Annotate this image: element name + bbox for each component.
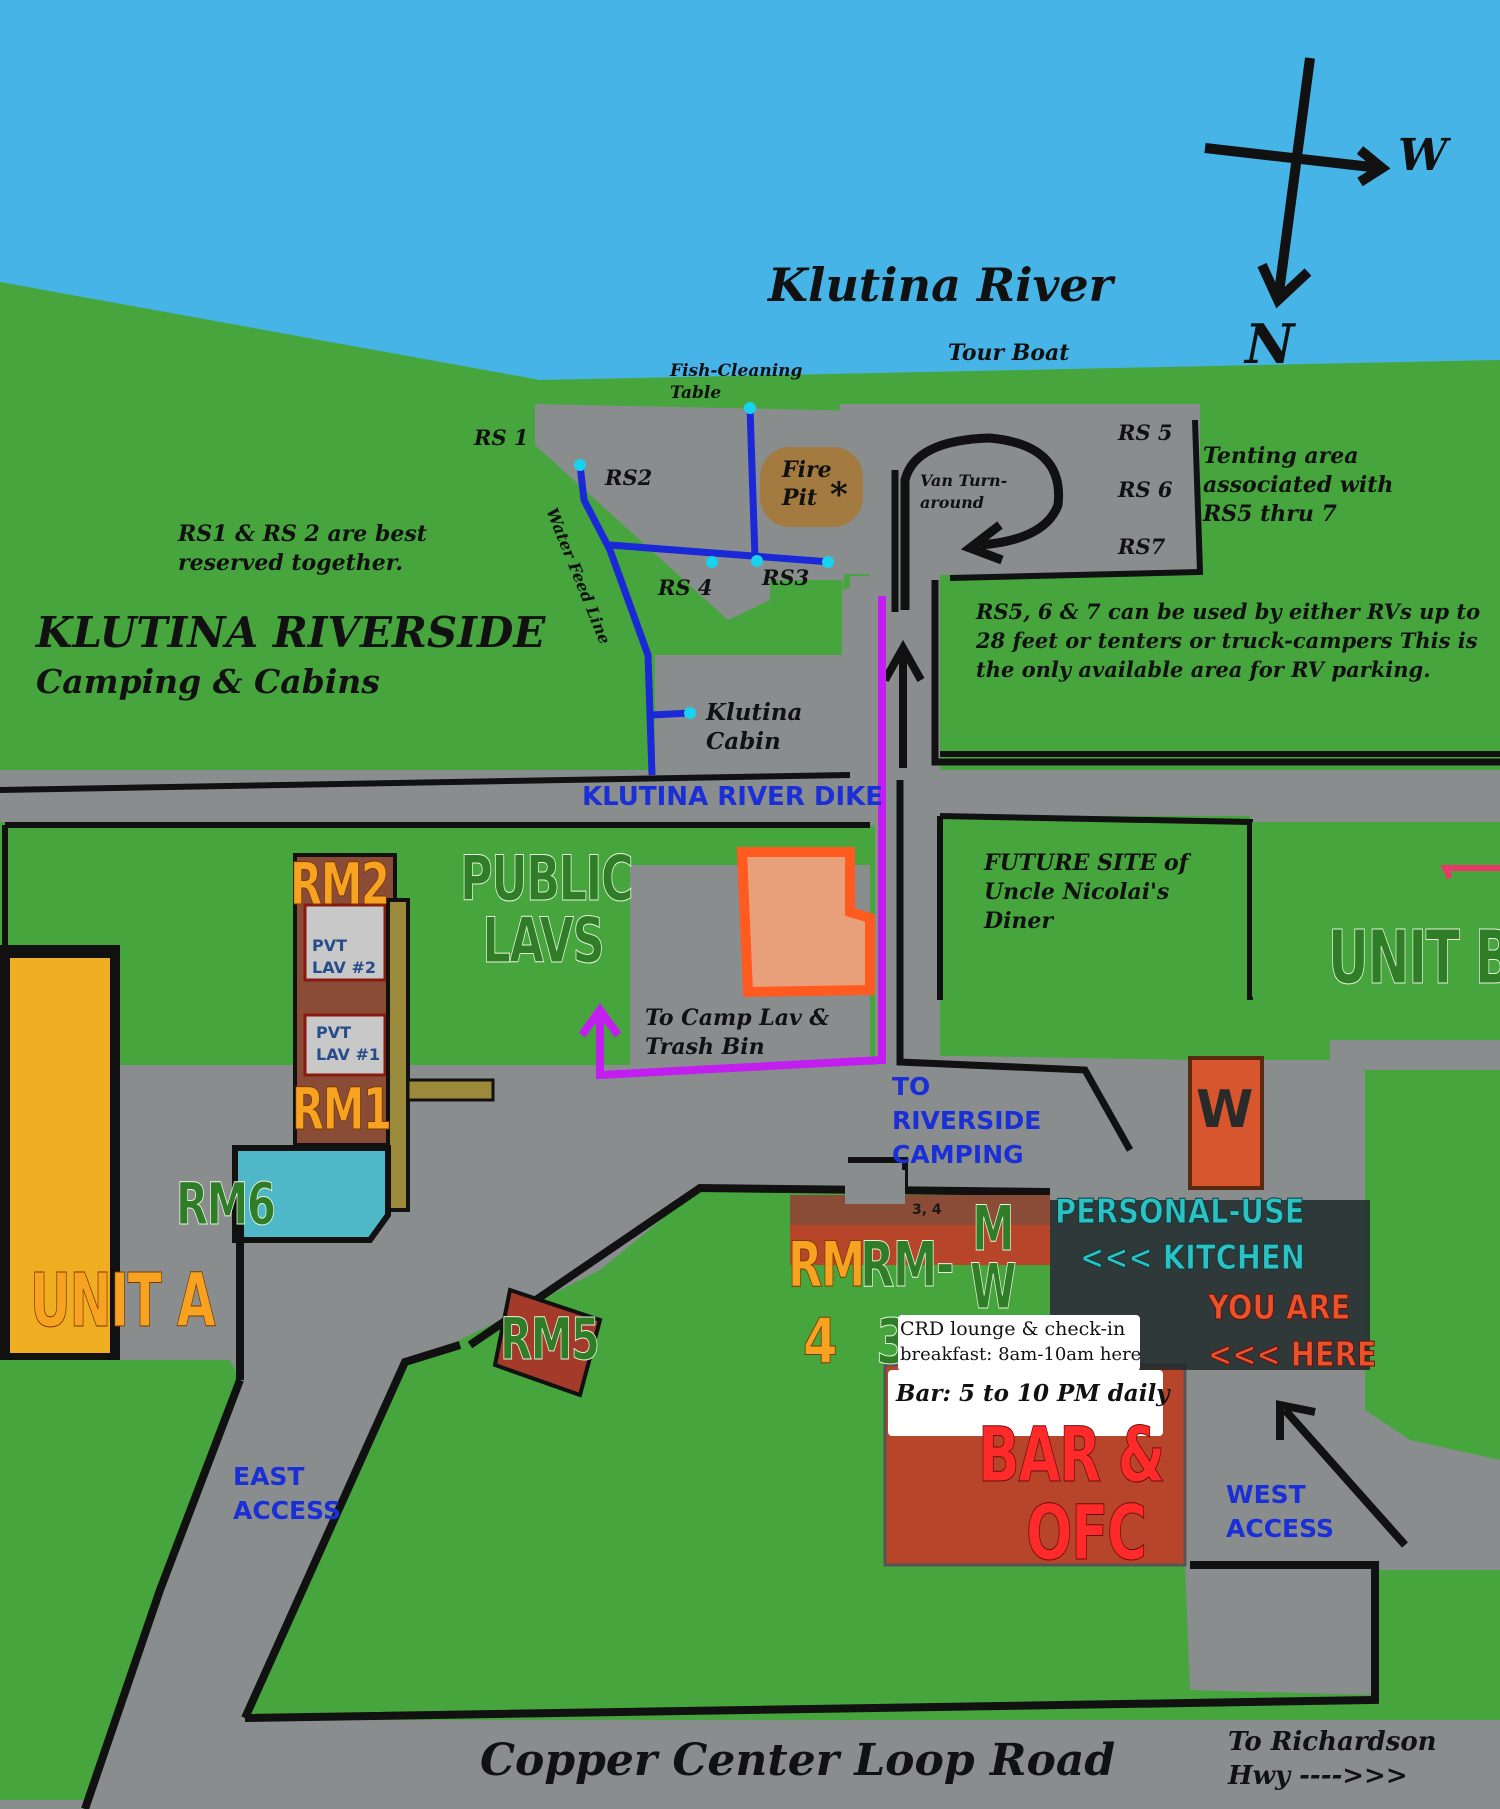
here-label: <<< HERE	[1208, 1335, 1377, 1376]
pvt-lav1-label: PVT LAV #1	[316, 1023, 380, 1064]
you-are-label: YOU ARE	[1208, 1288, 1351, 1329]
note-rs1-rs2: RS1 & RS 2 are best reserved together.	[178, 521, 427, 576]
fire-pit-mark: *	[830, 475, 848, 515]
lounge-line2: breakfast: 8am-10am here	[900, 1344, 1142, 1365]
compass-icon	[1204, 57, 1391, 309]
compass-north: N	[1245, 312, 1295, 376]
rs7-label: RS7	[1118, 534, 1166, 559]
tour-boat-label: Tour Boat	[948, 340, 1070, 366]
rs3-label: RS3	[762, 565, 810, 590]
rs6-label: RS 6	[1118, 477, 1173, 502]
unit-b-label: UNIT B	[1328, 915, 1500, 1002]
dike-label: KLUTINA RIVER DIKE	[582, 782, 884, 812]
note-camp-lav: To Camp Lav & Trash Bin	[645, 1005, 830, 1060]
rm2-label: RM2	[290, 850, 391, 919]
note-tenting: Tenting area associated with RS5 thru 7	[1203, 443, 1394, 527]
compass-west: W	[1398, 130, 1448, 181]
fire-pit-label: Fire Pit	[782, 457, 832, 511]
to-richardson-label: To Richardson Hwy ---->>>	[1228, 1727, 1437, 1791]
orange-lot	[736, 847, 875, 998]
rs1-label: RS 1	[474, 425, 529, 450]
rs2-label: RS2	[605, 465, 653, 490]
rm6-label: RM6	[176, 1170, 277, 1239]
west-access-label: WEST ACCESS	[1226, 1480, 1335, 1543]
unit-a-label: UNIT A	[30, 1258, 216, 1345]
bar-hours-sign	[888, 1370, 1163, 1436]
pvt-lav2-label: PVT LAV #2	[312, 936, 376, 977]
van-turnaround-label: Van Turn-around	[920, 471, 1008, 512]
kitchen-top-label: PERSONAL-USE	[1055, 1192, 1305, 1233]
bar-ofc-line1: BAR &	[978, 1410, 1166, 1500]
map-subtitle: Camping & Cabins	[36, 662, 380, 701]
lounge-sign	[898, 1315, 1140, 1371]
rs4-label: RS 4	[658, 575, 713, 600]
w-building-label: W	[1196, 1080, 1253, 1140]
unit-a	[10, 958, 110, 1353]
fire-pit	[760, 447, 863, 527]
rm3-label: RM-	[860, 1228, 955, 1302]
fish-cleaning-label: Fish-Cleaning Table	[670, 361, 803, 403]
note-rs567: RS5, 6 & 7 can be used by either RVs up …	[976, 599, 1481, 682]
camp-lav-path	[596, 596, 886, 1080]
rm4-number: 4	[803, 1305, 838, 1379]
rm5-label: RM5	[500, 1305, 601, 1374]
rm1-label: RM1	[292, 1075, 393, 1144]
bar-ofc-line2: OFC	[1026, 1488, 1148, 1578]
rm34-sign: 3, 4	[912, 1202, 942, 1218]
loop-road-label: Copper Center Loop Road	[480, 1735, 1116, 1786]
to-riverside-label: TO RIVERSIDE CAMPING	[892, 1072, 1042, 1169]
map-title: KLUTINA RIVERSIDE	[36, 608, 546, 657]
rs5-label: RS 5	[1118, 420, 1173, 445]
bar-hours-label: Bar: 5 to 10 PM daily	[896, 1380, 1170, 1407]
public-lavs-label: PUBLIC LAVS	[460, 842, 634, 977]
water-feed-line	[576, 407, 831, 776]
lounge-line1: CRD lounge & check-in	[900, 1318, 1126, 1340]
klutina-cabin-label: Klutina Cabin	[706, 699, 803, 755]
rm4-label: RM	[788, 1228, 866, 1302]
note-future-site: FUTURE SITE of Uncle Nicolai's Diner	[984, 850, 1189, 934]
east-access-label: EAST ACCESS	[233, 1462, 342, 1525]
kitchen-label: <<< KITCHEN	[1080, 1238, 1306, 1279]
river-name: Klutina River	[768, 258, 1113, 312]
